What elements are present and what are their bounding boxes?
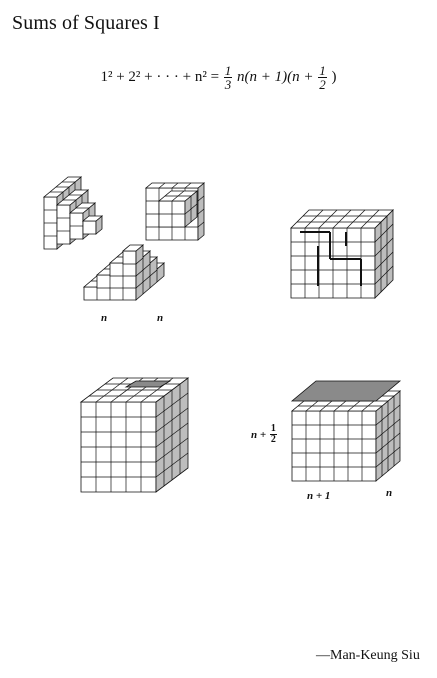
height-label: n + 1 2 [251, 424, 278, 445]
grid-line [155, 422, 189, 448]
fraction-numerator: 1 [318, 63, 327, 78]
formula-fraction-half: 1 2 [318, 64, 327, 91]
stair-left-front [56, 204, 71, 245]
pyramid-top-front [122, 250, 137, 265]
formula-row: 1² + 2² + · · · + n² = 1 3 n(n + 1)(n + … [0, 64, 437, 91]
grid-line [374, 251, 394, 271]
grid-line [374, 265, 394, 285]
formula-close: ) [331, 68, 337, 85]
grid-line [374, 237, 394, 257]
pyramid-right-label: n [157, 312, 164, 324]
fraction-denominator: 2 [270, 434, 276, 445]
grid-line [375, 432, 401, 454]
fraction-numerator: 1 [223, 63, 233, 78]
pyramid-top-top [121, 244, 145, 252]
grid-line [155, 407, 189, 433]
height-prefix: n + [251, 428, 267, 441]
grid-line [197, 221, 205, 228]
page-title: Sums of Squares I [12, 12, 160, 34]
grid-line [184, 182, 192, 189]
pyramid-left-label: n [101, 312, 108, 324]
height-fraction: 1 2 [269, 423, 277, 445]
fraction-numerator: 1 [269, 423, 277, 435]
stair-left-front [82, 220, 97, 235]
grid-line [155, 392, 189, 418]
grid-line [197, 195, 205, 202]
grid-line [155, 452, 189, 478]
grid-line [158, 182, 166, 189]
formula-middle: n(n + 1)(n + [237, 68, 314, 85]
shaded-top-right [290, 380, 402, 402]
author-credit: —Man-Keung Siu [316, 648, 420, 663]
grid-line [304, 209, 324, 229]
width-label: n + 1 [307, 490, 331, 502]
depth-label: n [386, 487, 393, 499]
grid-line [197, 208, 205, 215]
shaded-top [124, 380, 172, 388]
formula-lhs: 1² + 2² + · · · + n² = [100, 68, 220, 85]
grid-line [318, 209, 338, 229]
grid-line [375, 418, 401, 440]
grid-line [184, 203, 198, 215]
sum-formula: 1² + 2² + · · · + n² = 1 3 n(n + 1)(n + … [0, 58, 437, 98]
fraction-denominator: 2 [319, 77, 326, 92]
pyramid-level-2-front [96, 274, 137, 289]
grid-line [375, 404, 401, 426]
grid-line [375, 446, 401, 468]
stair-left-top [81, 215, 104, 222]
grid-line [360, 209, 380, 229]
formula-fraction-third: 1 3 [223, 63, 233, 92]
grid-line [346, 209, 366, 229]
fraction-denominator: 3 [224, 77, 232, 92]
grid-line [155, 437, 189, 463]
grid-line [374, 223, 394, 243]
grid-line [171, 182, 179, 189]
grid-line [332, 209, 352, 229]
